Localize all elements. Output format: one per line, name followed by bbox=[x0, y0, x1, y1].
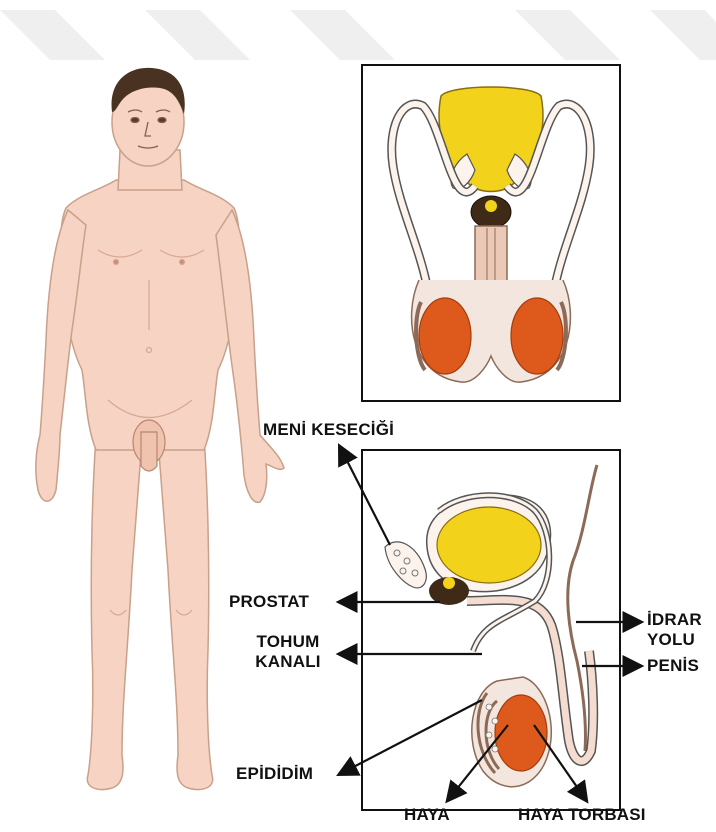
arrow-testis bbox=[448, 725, 508, 800]
label-prostate: PROSTAT bbox=[229, 592, 309, 612]
arrow-scrotum bbox=[534, 725, 586, 800]
arrow-epididymis bbox=[340, 700, 482, 774]
arrow-seminal-vesicle bbox=[340, 447, 390, 545]
label-urethra-line2: YOLU bbox=[647, 630, 702, 650]
label-seminal-vesicle: MENİ KESECİĞİ bbox=[263, 420, 394, 440]
label-urethra-line1: İDRAR bbox=[647, 610, 702, 630]
label-testis: HAYA bbox=[404, 805, 450, 825]
label-vas-deferens: TOHUM KANALI bbox=[240, 632, 336, 672]
label-scrotum: HAYA TORBASI bbox=[518, 805, 646, 825]
label-vas-deferens-line1: TOHUM bbox=[240, 632, 336, 652]
label-vas-deferens-line2: KANALI bbox=[240, 652, 336, 672]
label-penis: PENİS bbox=[647, 656, 699, 676]
label-epididymis: EPİDİDİM bbox=[236, 764, 313, 784]
label-urethra: İDRAR YOLU bbox=[647, 610, 702, 650]
